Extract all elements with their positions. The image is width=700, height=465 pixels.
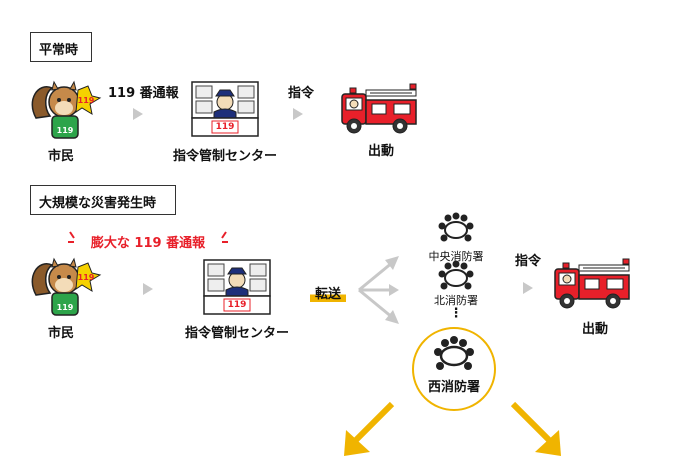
fire-truck-icon: [553, 255, 633, 313]
massive-call-label: 膨大な 119 番通報: [90, 236, 206, 251]
desk-sign: 119: [215, 122, 235, 132]
conference-table-icon: [433, 336, 475, 372]
command-label: 指令: [514, 254, 541, 269]
section-normal-title: 平常時: [30, 32, 92, 62]
station-north-label: 北消防署: [434, 294, 478, 307]
command-center-icon: [202, 258, 272, 316]
burst-lines-icon: [68, 228, 228, 250]
svg-text:119: 119: [57, 303, 74, 312]
citizen-squirrel-icon: 119 119: [30, 78, 102, 140]
arrow-icon: [523, 282, 533, 294]
command-center-icon: [190, 80, 260, 138]
arrow-icon: [293, 108, 303, 120]
fan-arrows-icon: [355, 250, 405, 330]
center-label: 指令管制センター: [184, 326, 289, 341]
citizen-label: 市民: [47, 149, 74, 164]
arrow-icon: [133, 108, 143, 120]
center-label: 指令管制センター: [172, 149, 277, 164]
station-central-label: 中央消防署: [428, 250, 484, 263]
call-label: 119 番通報: [108, 86, 179, 101]
citizen-label: 市民: [47, 326, 74, 341]
transfer-label: 転送: [310, 283, 346, 302]
conference-table-icon: [438, 212, 474, 244]
fire-truck-icon: [340, 80, 420, 138]
dispatch-label: 出動: [581, 322, 608, 337]
dispatch-label: 出動: [367, 144, 394, 159]
conference-table-icon: [438, 260, 474, 292]
section-disaster-title: 大規模な災害発生時: [30, 185, 176, 215]
yellow-arrow-left-icon: [340, 400, 400, 460]
command-label: 指令: [287, 86, 314, 101]
yellow-arrow-right-icon: [505, 400, 565, 460]
svg-text:119: 119: [78, 273, 95, 282]
svg-text:119: 119: [57, 126, 74, 135]
ellipsis: ⋮: [449, 306, 463, 321]
citizen-squirrel-icon: 119 119: [30, 255, 102, 317]
west-station-label: 西消防署: [427, 380, 480, 395]
arrow-icon: [143, 283, 153, 295]
desk-sign: 119: [227, 300, 247, 310]
svg-text:119: 119: [78, 96, 95, 105]
